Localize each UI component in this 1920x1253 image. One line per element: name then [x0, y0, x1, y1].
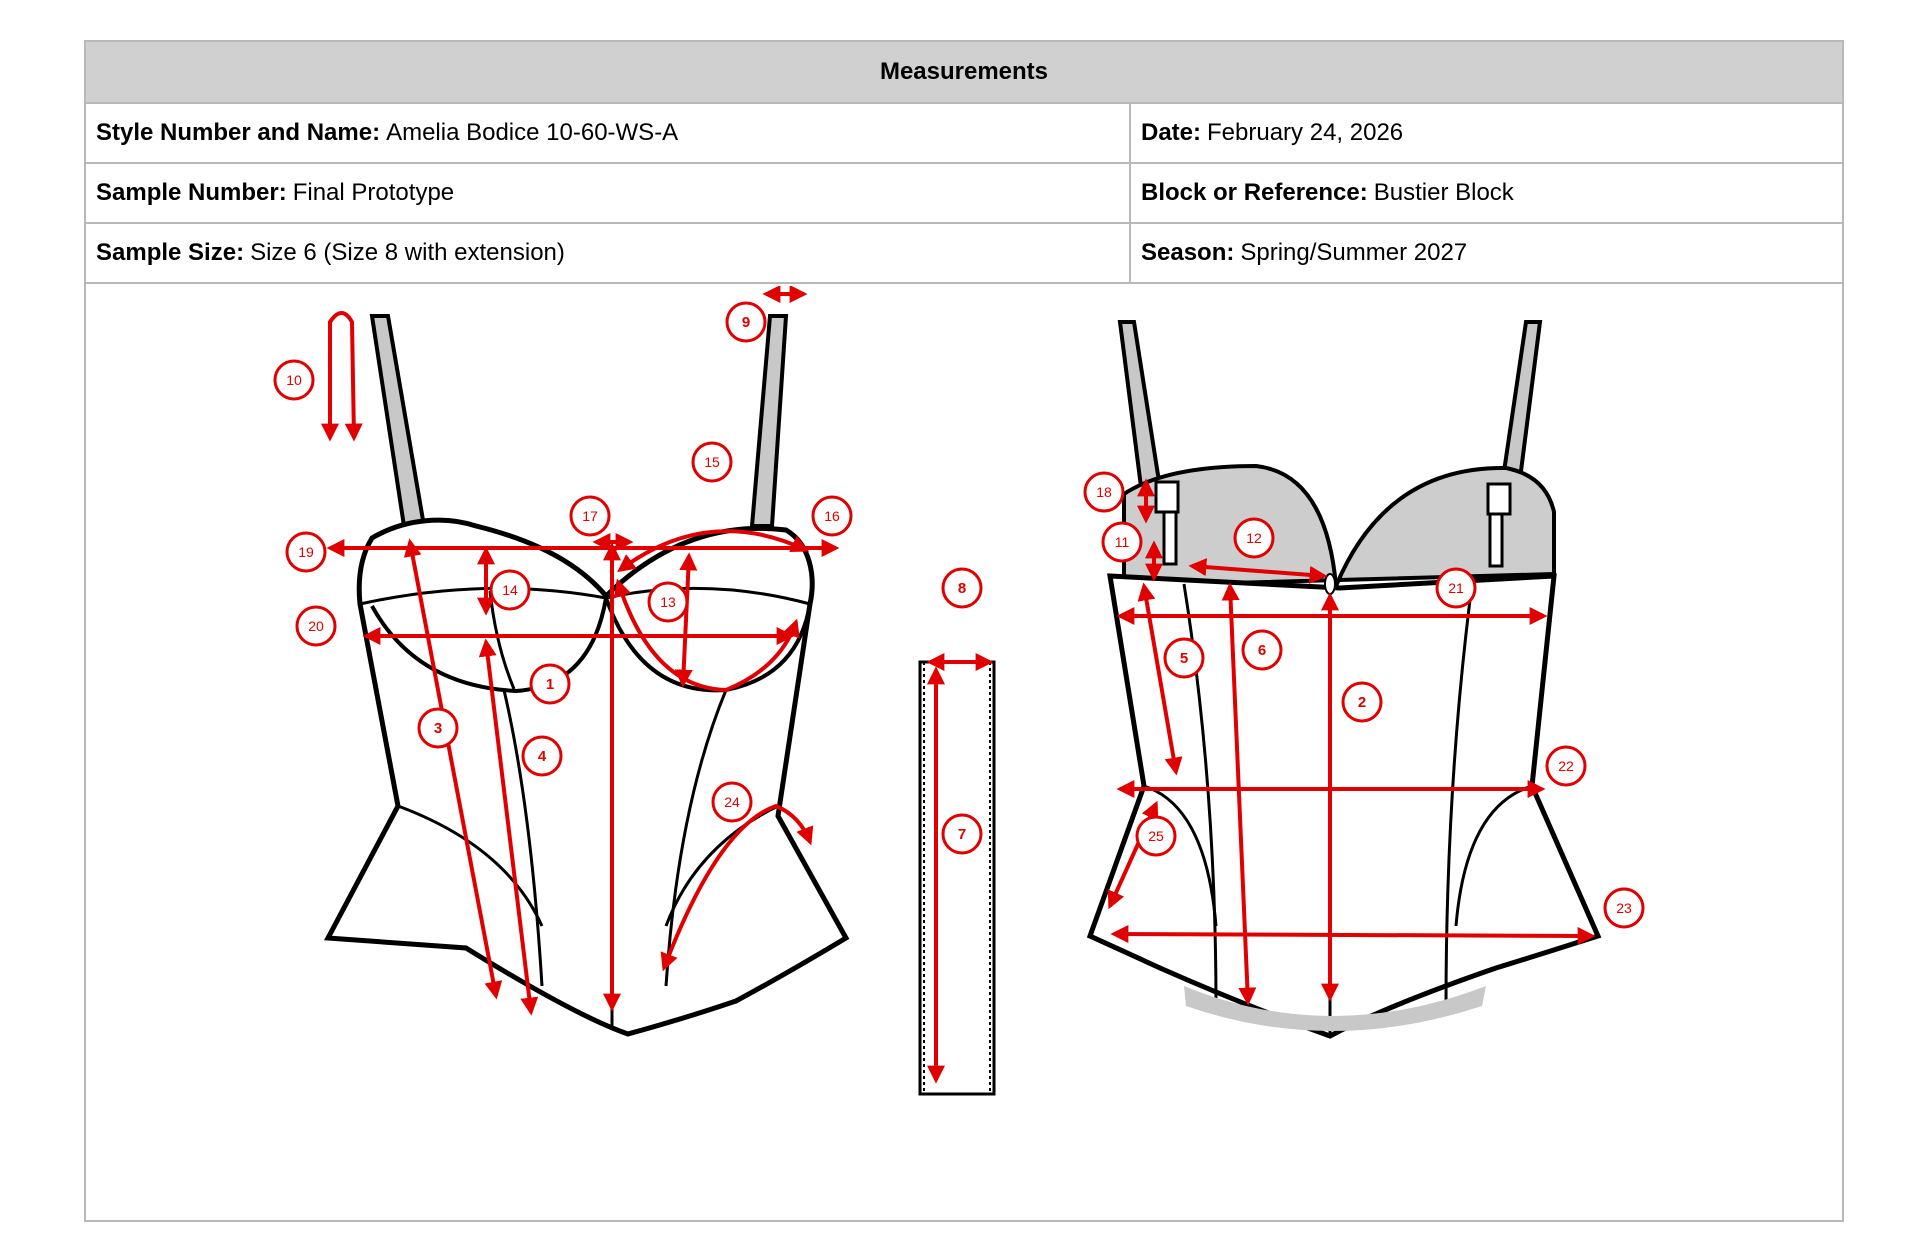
- callout-label: 8: [958, 580, 966, 597]
- callout-13: 13: [647, 581, 689, 623]
- callout-12: 12: [1233, 517, 1275, 559]
- sample-size-cell: Sample Size: Size 6 (Size 8 with extensi…: [86, 224, 1131, 282]
- block-value: Bustier Block: [1373, 179, 1514, 206]
- callout-label: 9: [742, 314, 750, 331]
- callout-15: 15: [691, 441, 733, 483]
- measurements-sheet: Measurements Style Number and Name: Amel…: [84, 40, 1844, 1222]
- measurement-arrows: [321, 286, 1596, 1084]
- callout-label: 10: [286, 372, 302, 388]
- style-value: Amelia Bodice 10-60-WS-A: [386, 119, 679, 146]
- callout-label: 17: [582, 508, 598, 524]
- callout-5: 5: [1163, 637, 1205, 679]
- callout-4: 4: [521, 735, 563, 777]
- callout-14: 14: [489, 569, 531, 611]
- callout-23: 23: [1603, 887, 1645, 929]
- callout-label: 21: [1448, 580, 1464, 596]
- callout-2: 2: [1341, 681, 1383, 723]
- callout-label: 7: [958, 826, 966, 843]
- callout-20: 20: [295, 605, 337, 647]
- style-cell: Style Number and Name: Amelia Bodice 10-…: [86, 104, 1131, 162]
- callout-19: 19: [285, 531, 327, 573]
- season-value: Spring/Summer 2027: [1240, 239, 1468, 266]
- callout-label: 11: [1115, 534, 1130, 550]
- callout-label: 16: [824, 508, 840, 524]
- zipper-strip: [918, 660, 996, 1096]
- season-cell: Season: Spring/Summer 2027: [1131, 224, 1842, 282]
- callout-10: 10: [273, 359, 315, 401]
- callout-6: 6: [1241, 629, 1283, 671]
- callout-9: 9: [725, 301, 767, 343]
- back-view: [1086, 320, 1602, 1039]
- sheet-title: Measurements: [86, 42, 1842, 104]
- callout-22: 22: [1545, 745, 1587, 787]
- callout-8: 8: [941, 567, 983, 609]
- callout-label: 1: [546, 676, 554, 693]
- callout-label: 4: [538, 748, 547, 765]
- callout-16: 16: [811, 495, 853, 537]
- callout-label: 12: [1246, 530, 1262, 546]
- technical-drawing: 1349101314151617192024782561112182122232…: [273, 286, 1645, 1096]
- callout-18: 18: [1083, 471, 1125, 513]
- callout-label: 24: [724, 794, 740, 810]
- callout-11: 11: [1101, 521, 1143, 563]
- front-view: [323, 314, 850, 1037]
- callout-label: 18: [1096, 484, 1112, 500]
- info-row-sample: Sample Number: Final Prototype Block or …: [86, 164, 1842, 224]
- info-row-style: Style Number and Name: Amelia Bodice 10-…: [86, 104, 1842, 164]
- date-value: February 24, 2026: [1207, 119, 1404, 146]
- date-cell: Date: February 24, 2026: [1131, 104, 1842, 162]
- callout-label: 13: [660, 594, 676, 610]
- sample-number-value: Final Prototype: [292, 179, 455, 206]
- callout-label: 19: [298, 544, 314, 560]
- callout-1: 1: [529, 663, 571, 705]
- callout-24: 24: [711, 781, 753, 823]
- block-cell: Block or Reference: Bustier Block: [1131, 164, 1842, 222]
- callout-label: 15: [704, 454, 720, 470]
- callout-21: 21: [1435, 567, 1477, 609]
- callout-label: 23: [1616, 900, 1632, 916]
- callout-17: 17: [569, 495, 611, 537]
- callout-label: 2: [1358, 694, 1366, 711]
- callout-label: 6: [1258, 642, 1266, 659]
- callout-label: 25: [1148, 828, 1164, 844]
- style-label: Style Number and Name:: [96, 119, 381, 146]
- sample-number-label: Sample Number:: [96, 179, 287, 206]
- sample-number-cell: Sample Number: Final Prototype: [86, 164, 1131, 222]
- block-label: Block or Reference:: [1141, 179, 1368, 206]
- callout-label: 3: [434, 720, 442, 737]
- callout-label: 22: [1558, 758, 1574, 774]
- info-row-size: Sample Size: Size 6 (Size 8 with extensi…: [86, 224, 1842, 284]
- sample-size-label: Sample Size:: [96, 239, 245, 266]
- date-label: Date:: [1141, 119, 1202, 146]
- callout-label: 5: [1180, 650, 1188, 667]
- callout-label: 20: [308, 618, 324, 634]
- callout-25: 25: [1135, 815, 1177, 857]
- callout-3: 3: [417, 707, 459, 749]
- sample-size-value: Size 6 (Size 8 with extension): [250, 239, 565, 266]
- season-label: Season:: [1141, 239, 1235, 266]
- callout-label: 14: [502, 582, 518, 598]
- callout-7: 7: [941, 813, 983, 855]
